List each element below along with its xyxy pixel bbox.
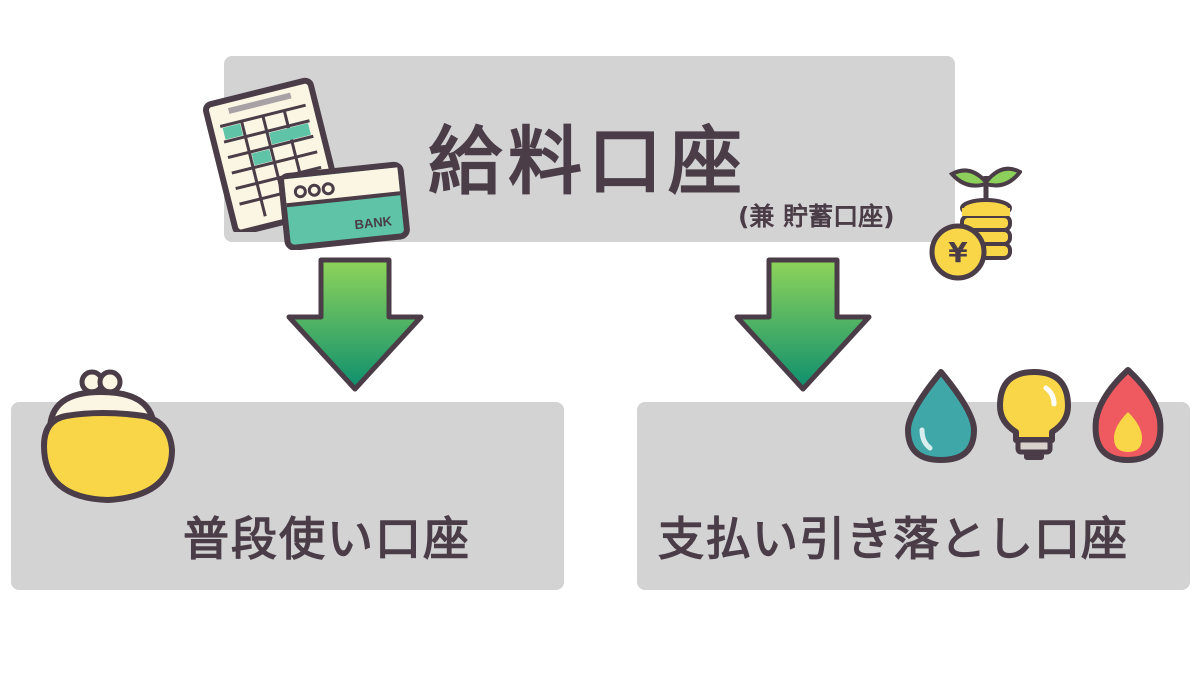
yen-symbol: ¥ [948,236,968,269]
salary-account-title: 給料口座 [428,119,748,205]
down-arrow-icon [733,257,873,393]
coin-stack-sprout-icon: ¥ [926,160,1022,284]
bank-card-icon: BANK [278,160,414,250]
payment-account-title: 支払い引き落とし口座 [658,512,1128,566]
daily-account-title: 普段使い口座 [183,512,471,566]
water-drop-icon [900,368,982,464]
bank-card-label: BANK [354,213,394,232]
down-arrow-icon [285,257,425,393]
coin-purse-icon [36,366,186,508]
light-bulb-icon [992,366,1076,466]
gas-flame-icon [1086,366,1170,466]
savings-account-subtitle: (兼 貯蓄口座) [738,202,895,231]
